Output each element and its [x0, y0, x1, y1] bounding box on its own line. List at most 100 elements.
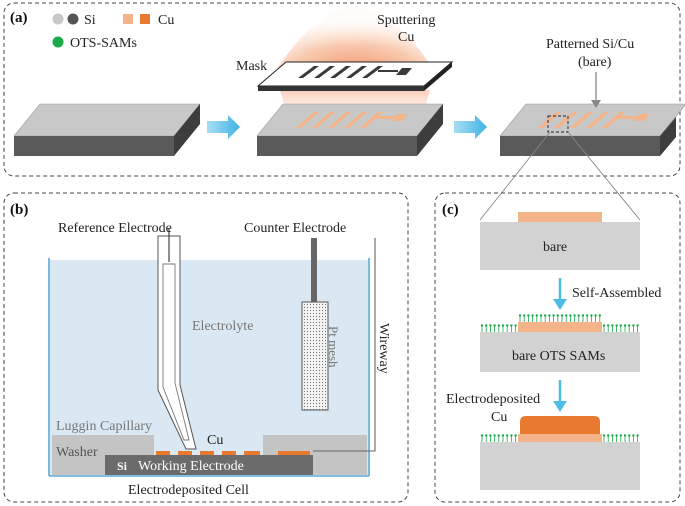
sam-molecule [535, 313, 539, 323]
zoom-line-right [567, 131, 641, 221]
pt-mesh [301, 301, 329, 411]
legend: Si Cu OTS-SAMs [52, 13, 174, 51]
panel-c: (c) bare Self-Assembled bare OTS SAMs El… [434, 192, 681, 503]
electrodeposited-cu-label: Cu [491, 410, 507, 425]
sam-molecule [585, 313, 589, 323]
sam-molecule [568, 313, 573, 323]
wireway-label: Wireway [376, 323, 391, 374]
sam-molecule [509, 433, 514, 443]
sam-molecule [589, 313, 594, 323]
ots-substrate [480, 332, 640, 372]
self-assembled-arrow-head [553, 299, 567, 310]
patterned-label: Patterned Si/Cu [546, 37, 634, 52]
sam-molecule [572, 313, 577, 323]
sam-molecule [623, 433, 627, 443]
electrolyte-label: Electrolyte [192, 319, 253, 334]
reference-electrode-label: Reference Electrode [58, 221, 172, 236]
sputtering-cu-label: Cu [398, 30, 414, 45]
sam-molecule [619, 433, 623, 443]
panel-b-label: (b) [10, 202, 28, 218]
legend-si-dark-swatch [67, 13, 79, 25]
process-arrow-1 [207, 115, 240, 139]
working-electrode-label: Working Electrode [138, 459, 244, 474]
sam-molecule [606, 323, 610, 333]
counter-electrode-label: Counter Electrode [244, 221, 346, 236]
sam-molecule [623, 323, 627, 333]
sam-molecule [614, 323, 619, 333]
pt-mesh-label: Pt mesh [326, 326, 341, 368]
deposited-cu-layer [520, 416, 600, 434]
panel-c-frame [434, 192, 681, 503]
sam-molecule [497, 323, 501, 333]
sputtering-label: Sputtering [377, 13, 435, 28]
sam-molecule [505, 323, 509, 333]
process-arrow-2 [454, 115, 487, 139]
cell-title: Electrodeposited Cell [128, 483, 249, 498]
sam-molecule [577, 313, 581, 323]
cu-pads [156, 451, 310, 455]
panel-c-label: (c) [442, 202, 459, 218]
sam-molecule [480, 323, 484, 333]
sam-molecule [539, 313, 543, 323]
sam-molecule [526, 313, 531, 323]
mask-plate [256, 61, 454, 91]
sam-molecule [530, 313, 535, 323]
luggin-capillary-label: Luggin Capillary [56, 419, 152, 434]
luggin-capillary-tube [162, 263, 190, 441]
substrate-block-2 [256, 103, 444, 156]
deposited-substrate [480, 442, 640, 490]
mask-label: Mask [236, 59, 267, 74]
sam-molecule [492, 433, 497, 443]
sam-molecule [631, 323, 636, 333]
sam-molecule [635, 433, 640, 443]
legend-ots-swatch [52, 36, 64, 48]
sam-molecule [627, 433, 631, 443]
sam-molecule [606, 433, 610, 443]
deposited-cu-seed [518, 434, 602, 442]
sam-molecule [522, 313, 526, 323]
working-electrode [105, 455, 313, 475]
sam-molecule [492, 323, 497, 333]
sam-molecule [509, 323, 514, 333]
sam-molecule [497, 433, 501, 443]
bare-label: bare [543, 240, 567, 255]
bare-substrate [480, 222, 640, 270]
sam-molecule [518, 313, 522, 323]
sam-molecule [484, 433, 488, 443]
zoom-line-left [479, 131, 551, 221]
electrodeposited-label: Electrodeposited [446, 392, 540, 407]
legend-cu-light-swatch [123, 14, 133, 24]
wireway-line [313, 238, 376, 452]
sam-molecule [610, 323, 615, 333]
panel-b-frame [3, 192, 409, 503]
legend-si-label: Si [84, 13, 96, 28]
substrate-block-3 [499, 103, 685, 156]
zoom-region-box [547, 115, 569, 133]
patterned-bare-label: (bare) [578, 55, 612, 70]
electrodeposit-arrow-head [553, 401, 567, 412]
sam-molecule [547, 313, 552, 323]
sam-molecule [635, 323, 640, 333]
cu-label: Cu [207, 433, 223, 448]
panel-a: (a) Si Cu OTS-SAMs Sputtering Cu [3, 2, 685, 177]
sam-molecule [581, 313, 585, 323]
sam-molecule [602, 323, 606, 333]
sam-molecule [551, 313, 556, 323]
sam-molecule [598, 313, 602, 323]
panel-a-label: (a) [10, 10, 28, 26]
sam-molecule [501, 433, 505, 443]
sam-molecule [488, 323, 493, 333]
sam-molecule [602, 433, 606, 443]
sam-molecule [560, 313, 564, 323]
sam-molecule [505, 433, 509, 443]
sam-molecule [556, 313, 560, 323]
legend-si-light-swatch [52, 13, 64, 25]
si-label: Si [117, 459, 128, 473]
sam-molecule [593, 313, 598, 323]
sam-molecule [484, 323, 488, 333]
washer-label: Washer [56, 445, 98, 460]
patterned-pointer-head [591, 100, 601, 108]
reference-electrode-tube [157, 235, 197, 450]
substrate-block-1 [13, 103, 201, 156]
